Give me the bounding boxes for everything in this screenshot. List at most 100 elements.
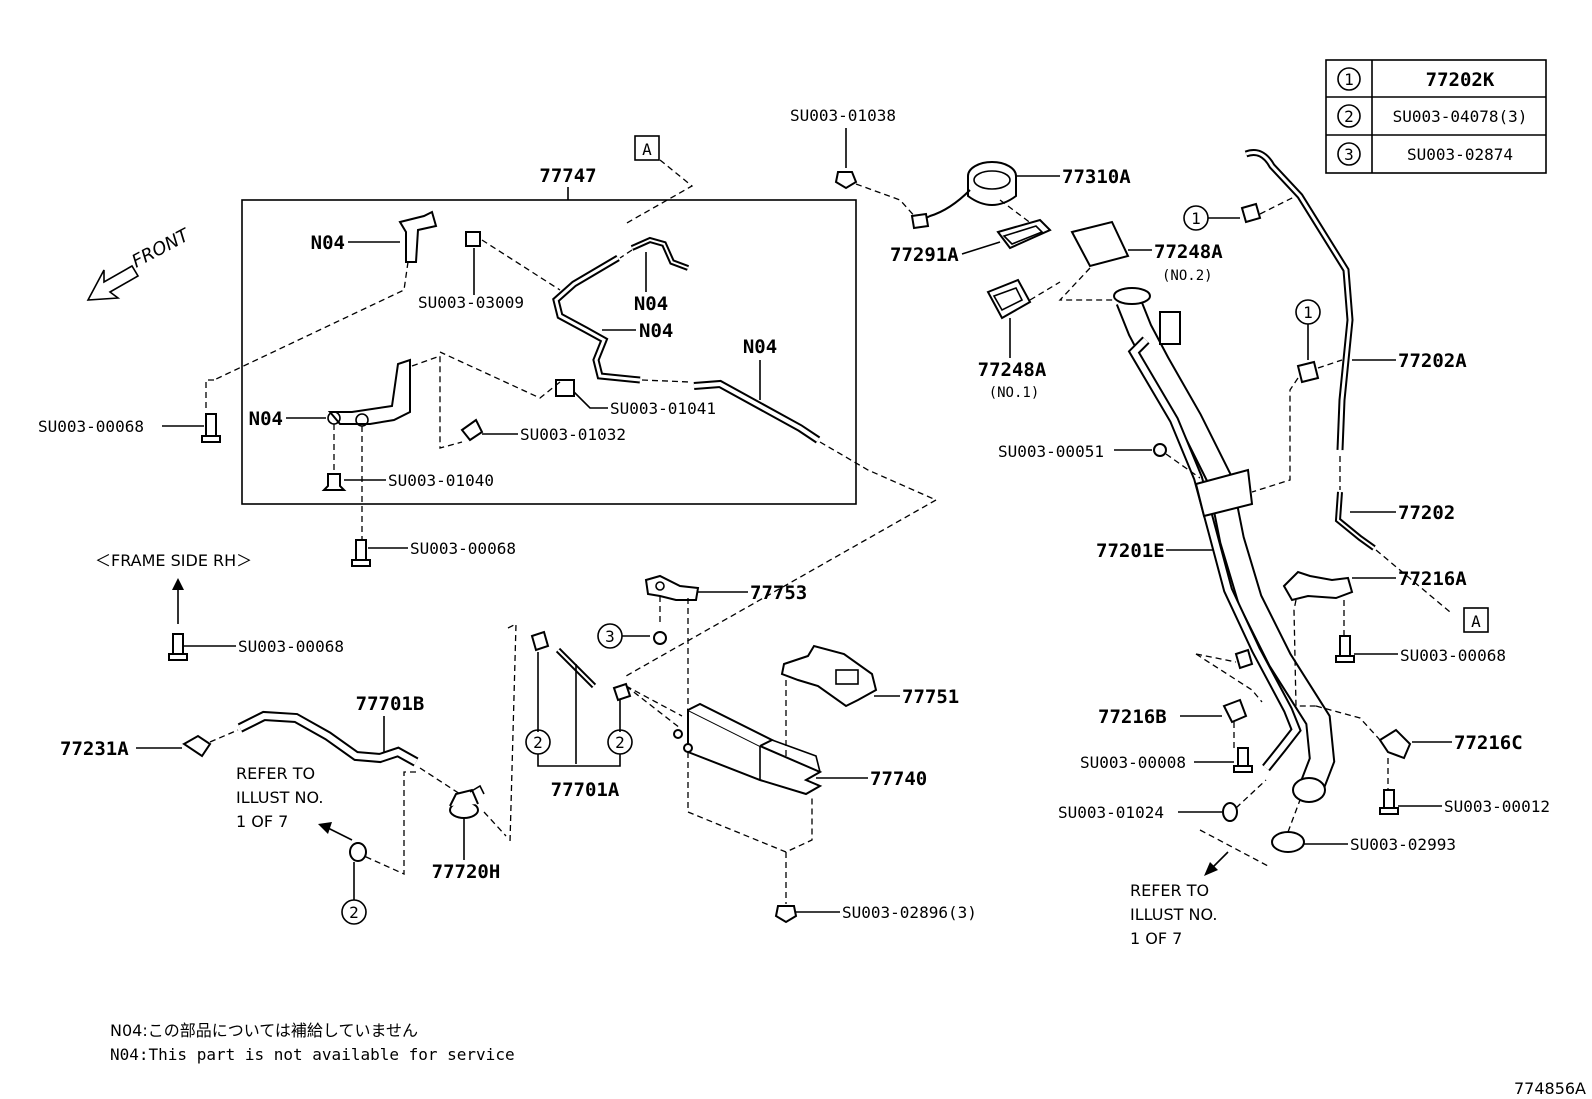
- hose-77701a: 2 2 77701A: [507, 622, 633, 843]
- front-label: FRONT: [128, 224, 194, 272]
- legend-symbol-1: 1: [1344, 70, 1354, 89]
- svg-text:77248A: 77248A: [978, 359, 1047, 381]
- svg-text:SU003-01024: SU003-01024: [1058, 803, 1164, 822]
- bracket-77751: 77751: [780, 644, 959, 780]
- svg-text:＜FRAME SIDE RH＞: ＜FRAME SIDE RH＞: [95, 551, 252, 570]
- svg-text:SU003-01040: SU003-01040: [388, 471, 494, 490]
- svg-text:2: 2: [615, 733, 625, 752]
- hose-middle-n04: N04: [552, 254, 691, 384]
- n04-bracket-lower: N04: [249, 355, 463, 540]
- refer-note-right: REFER TO ILLUST NO. 1 OF 7: [1130, 829, 1269, 948]
- hose-77202: 77202: [1334, 491, 1455, 613]
- legend-symbol-2: 2: [1344, 107, 1354, 126]
- svg-text:(NO.1): (NO.1): [989, 385, 1040, 401]
- svg-text:77202: 77202: [1398, 502, 1455, 524]
- svg-text:3: 3: [605, 627, 615, 646]
- svg-text:2: 2: [533, 733, 543, 752]
- breather-tube-77202a: 77202A: [1244, 149, 1467, 490]
- svg-text:77216C: 77216C: [1454, 732, 1523, 754]
- svg-text:SU003-01032: SU003-01032: [520, 425, 626, 444]
- svg-text:SU003-00068: SU003-00068: [238, 637, 344, 656]
- figure-id: 774856A: [1514, 1079, 1586, 1098]
- hose-77701b: 77701B: [237, 693, 461, 795]
- svg-text:77202A: 77202A: [1398, 350, 1467, 372]
- svg-text:N04: N04: [743, 336, 777, 358]
- n04-bracket-upper: N04: [213, 210, 438, 381]
- svg-text:77216B: 77216B: [1098, 706, 1167, 728]
- svg-text:SU003-00008: SU003-00008: [1080, 753, 1186, 772]
- bracket-77216b: 77216B: [1098, 648, 1263, 748]
- bolt-su003-00068-mid: SU003-00068: [351, 539, 516, 567]
- legend-value-1: 77202K: [1426, 69, 1495, 91]
- subassembly-box-77747: 77747: [241, 165, 857, 505]
- grommet-su003-01040: SU003-01040: [321, 471, 494, 491]
- svg-text:2: 2: [349, 903, 359, 922]
- svg-text:REFER TO: REFER TO: [1130, 881, 1209, 900]
- svg-text:77231A: 77231A: [60, 738, 129, 760]
- clip-su003-01041: SU003-01041: [439, 351, 716, 418]
- callout-77747: 77747: [539, 165, 596, 187]
- svg-text:77720H: 77720H: [432, 861, 501, 883]
- clamp-circle-2-lower: 2 REFER TO ILLUST NO. 1 OF 7: [236, 764, 367, 925]
- frame-side-rh: ＜FRAME SIDE RH＞ SU003-00068: [95, 551, 344, 661]
- svg-text:ILLUST NO.: ILLUST NO.: [236, 788, 323, 807]
- reference-box-a-right: A: [1463, 607, 1489, 633]
- svg-text:77201E: 77201E: [1096, 540, 1165, 562]
- clip-su003-03009: SU003-03009: [418, 231, 561, 312]
- pad-77248a-no1: 77248A (NO.1): [978, 278, 1061, 401]
- note-en: N04:This part is not available for servi…: [110, 1045, 515, 1064]
- nut-su003-02896: SU003-02896(3): [774, 903, 977, 924]
- fuel-cap-77310a: 77310A: [910, 161, 1131, 231]
- bolt-su003-00068-right: SU003-00068: [1335, 635, 1506, 665]
- svg-text:SU003-03009: SU003-03009: [418, 293, 524, 312]
- svg-text:77753: 77753: [750, 582, 807, 604]
- svg-text:1: 1: [1191, 209, 1201, 228]
- svg-text:77291A: 77291A: [890, 244, 959, 266]
- bracket-77216a: 77216A: [1282, 568, 1467, 707]
- bolt-su003-00012: SU003-00012: [1379, 789, 1550, 816]
- grommet-su003-01024: SU003-01024: [1058, 779, 1267, 822]
- svg-text:77248A: 77248A: [1154, 241, 1223, 263]
- svg-text:N04: N04: [634, 293, 668, 315]
- hose-right-n04: N04: [693, 336, 937, 501]
- filler-pipe-77201e: 77201E: [1096, 287, 1336, 803]
- svg-text:SU003-01038: SU003-01038: [790, 106, 896, 125]
- svg-text:77701A: 77701A: [551, 779, 620, 801]
- svg-text:SU003-00068: SU003-00068: [1400, 646, 1506, 665]
- reference-box-a-top: A: [624, 135, 694, 225]
- bolt-su003-01038: SU003-01038: [790, 106, 919, 221]
- svg-text:77751: 77751: [902, 686, 959, 708]
- svg-text:77310A: 77310A: [1062, 166, 1131, 188]
- clamp-su003-02993: SU003-02993: [1271, 799, 1456, 854]
- clip-su003-01032: SU003-01032: [460, 418, 626, 444]
- svg-text:77740: 77740: [870, 768, 927, 790]
- legend-value-2: SU003-04078(3): [1393, 107, 1528, 126]
- nut-circle-3: 3: [597, 623, 667, 649]
- svg-text:SU003-01041: SU003-01041: [610, 399, 716, 418]
- svg-text:SU003-00068: SU003-00068: [410, 539, 516, 558]
- svg-text:SU003-00068: SU003-00068: [38, 417, 144, 436]
- valve-77720h: 77720H: [363, 771, 507, 883]
- bracket-77216c: 77216C: [1315, 705, 1523, 790]
- legend-table: 1 77202K 2 SU003-04078(3) 3 SU003-02874: [1325, 59, 1547, 174]
- svg-text:1 OF 7: 1 OF 7: [1130, 929, 1182, 948]
- svg-text:(NO.2): (NO.2): [1162, 268, 1213, 284]
- pad-77248a-no2: 77248A (NO.2): [1058, 220, 1223, 301]
- svg-text:77701B: 77701B: [356, 693, 425, 715]
- svg-text:N04: N04: [639, 320, 673, 342]
- svg-text:1: 1: [1303, 303, 1313, 322]
- svg-text:SU003-00012: SU003-00012: [1444, 797, 1550, 816]
- bracket-77753: 77753: [625, 499, 937, 708]
- gasket-77291a: 77291A: [890, 218, 1052, 266]
- svg-text:SU003-00051: SU003-00051: [998, 442, 1104, 461]
- valve-77231a: 77231A: [60, 729, 239, 760]
- clip-circle-1-lower: 1: [1251, 299, 1343, 493]
- bolt-su003-00008: SU003-00008: [1080, 747, 1253, 773]
- bolt-su003-00068-left: SU003-00068: [38, 379, 221, 443]
- canister-77740: 77740: [625, 685, 927, 904]
- svg-text:A: A: [1471, 612, 1481, 631]
- front-arrow-icon: FRONT: [86, 224, 194, 301]
- footnotes: N04:この部品については補給していません N04:This part is n…: [110, 1021, 515, 1064]
- svg-text:N04: N04: [249, 408, 283, 430]
